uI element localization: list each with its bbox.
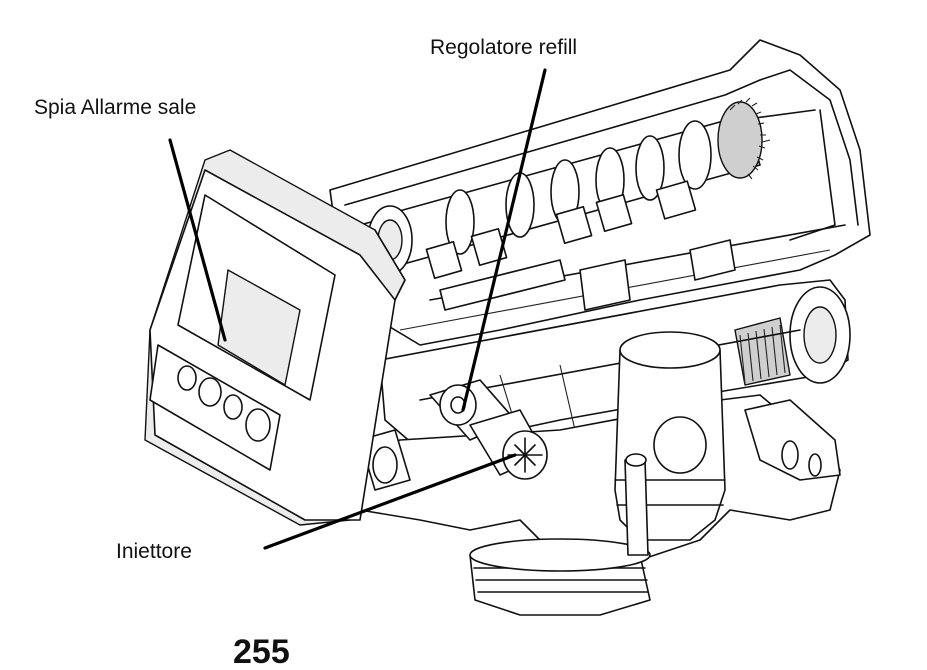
control-head — [144, 149, 406, 526]
button-2[interactable] — [198, 377, 222, 407]
refill-regulator-label: Regolatore refill — [430, 36, 577, 59]
button-4[interactable] — [245, 408, 271, 442]
refill-regulator-leader — [461, 68, 547, 412]
salt-alarm-leader — [168, 138, 227, 342]
injector-ports — [359, 379, 548, 491]
button-1[interactable] — [177, 365, 197, 391]
button-3[interactable] — [223, 394, 243, 420]
salt-alarm-label: Spia Allarme sale — [34, 96, 196, 119]
injector-label: Iniettore — [116, 540, 192, 563]
model-number: 255 — [233, 633, 290, 670]
bypass-cylinder — [614, 331, 726, 556]
lcd-screen — [217, 269, 301, 386]
injector-leader — [263, 453, 517, 550]
